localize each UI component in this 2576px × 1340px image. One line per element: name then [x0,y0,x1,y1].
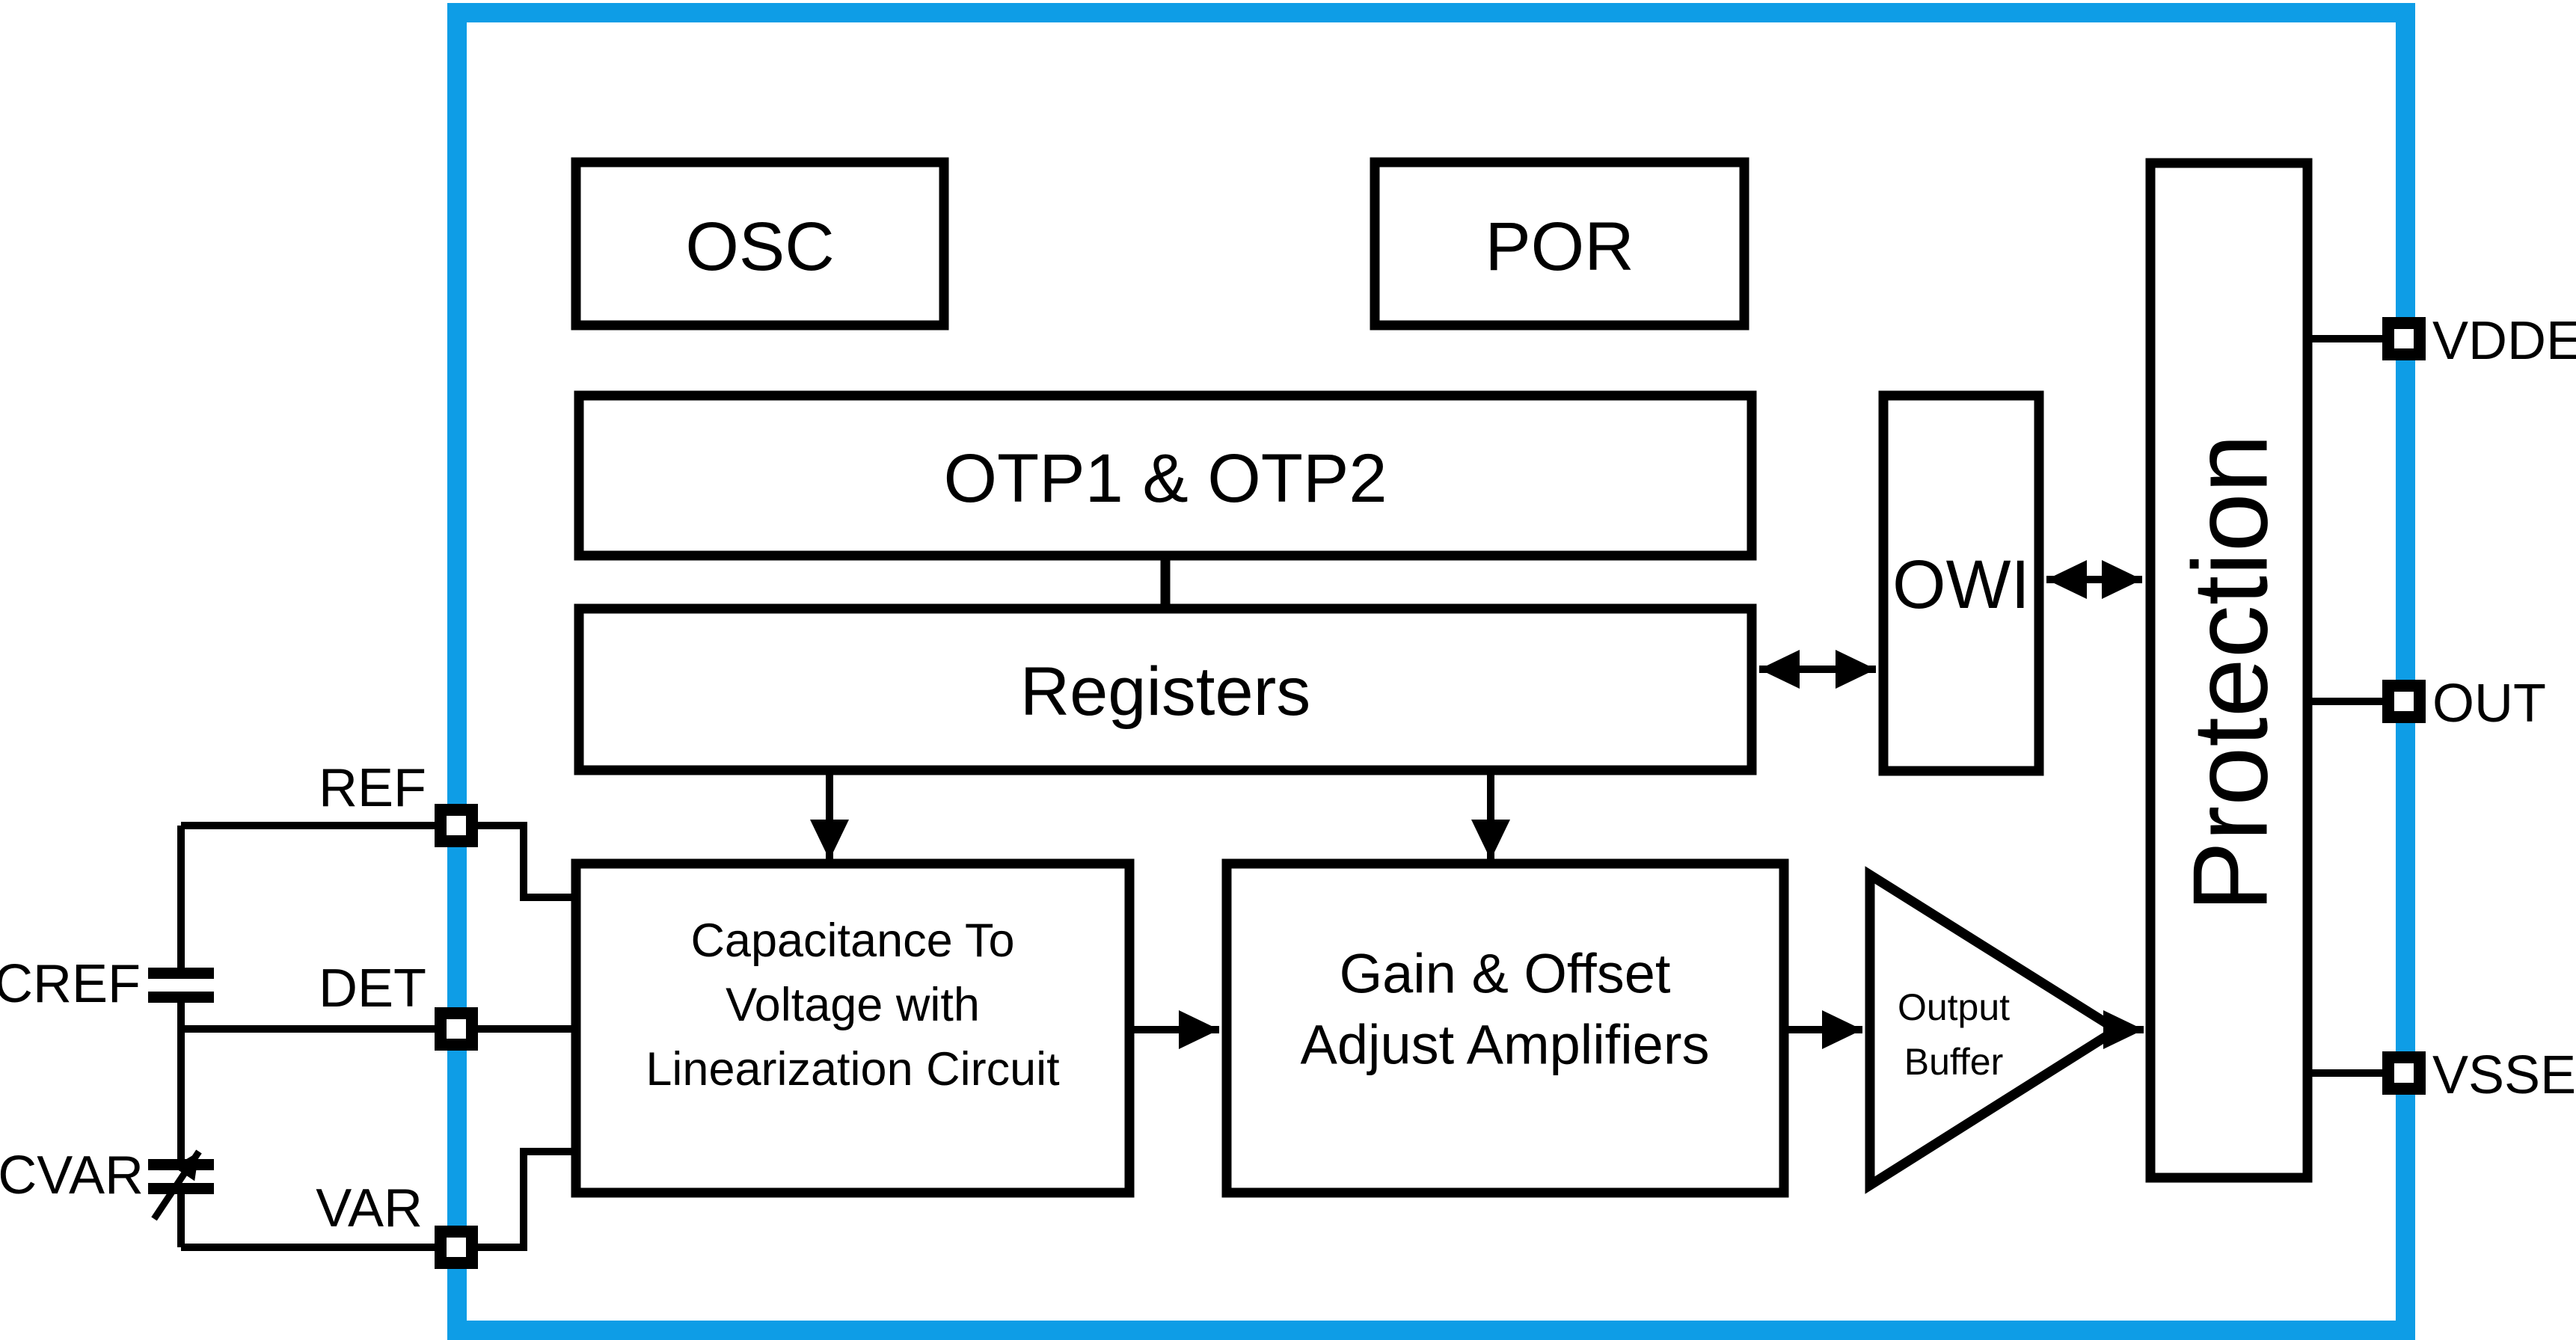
variable-capacitor-arrow-icon [151,1149,202,1221]
c2v-label-line2: Voltage with [726,979,980,1031]
pad-var [435,1226,478,1269]
pad-vdde [2382,317,2426,360]
pin-label-det: DET [319,959,426,1018]
pad-ref [435,804,478,847]
pad-det [435,1007,478,1051]
wire-var [181,1148,580,1251]
cref-capacitor [148,968,214,1003]
block-owi [1878,390,2044,776]
block-protection [2145,158,2313,1183]
owi-label: OWI [1892,547,2030,623]
chip-boundary-frame [447,3,2415,1340]
block-c2v [571,858,1135,1198]
block-por [1370,157,1749,331]
pin-label-out: OUT [2432,674,2546,734]
output-buffer-triangle [1865,866,2126,1194]
por-label: POR [1485,209,1634,285]
cref-top-plate [148,968,214,979]
c2v-label-line3: Linearization Circuit [645,1043,1060,1095]
cref-bottom-plate [148,992,214,1003]
otp-label: OTP1 & OTP2 [943,440,1387,517]
pin-label-ref: REF [319,758,426,818]
block-osc [571,157,949,331]
pad-out-inner [2394,692,2414,711]
registers-label: Registers [1020,654,1311,730]
cvar-capacitor [148,1149,214,1221]
osc-label: OSC [685,209,834,285]
cvar-label: CVAR [0,1146,144,1205]
cvar-top-plate [148,1159,214,1170]
c2v-label-line1: Capacitance To [690,915,1014,967]
gain-label-line1: Gain & Offset [1340,943,1671,1005]
cvar-bottom-plate [148,1183,214,1194]
pin-label-vsse: VSSE [2432,1045,2576,1105]
pad-vsse [2382,1051,2426,1095]
pad-ref-inner [447,816,466,835]
pad-vdde-inner [2394,329,2414,348]
protection-label: Protection [2171,434,2290,912]
gain-label-line2: Adjust Amplifiers [1301,1014,1710,1076]
pin-label-vdde: VDDE [2432,311,2576,371]
output-buffer-label-line2: Buffer [1904,1041,2004,1083]
wire-ref [181,822,580,901]
pin-label-var: VAR [316,1178,423,1238]
pad-out [2382,680,2426,723]
pad-det-inner [447,1019,466,1039]
pad-vsse-inner [2394,1063,2414,1083]
pad-var-inner [447,1238,466,1257]
cref-label: CREF [0,954,141,1014]
output-buffer-label-line1: Output [1898,986,2010,1028]
block-gain [1221,858,1789,1198]
block-otp [574,390,1757,561]
